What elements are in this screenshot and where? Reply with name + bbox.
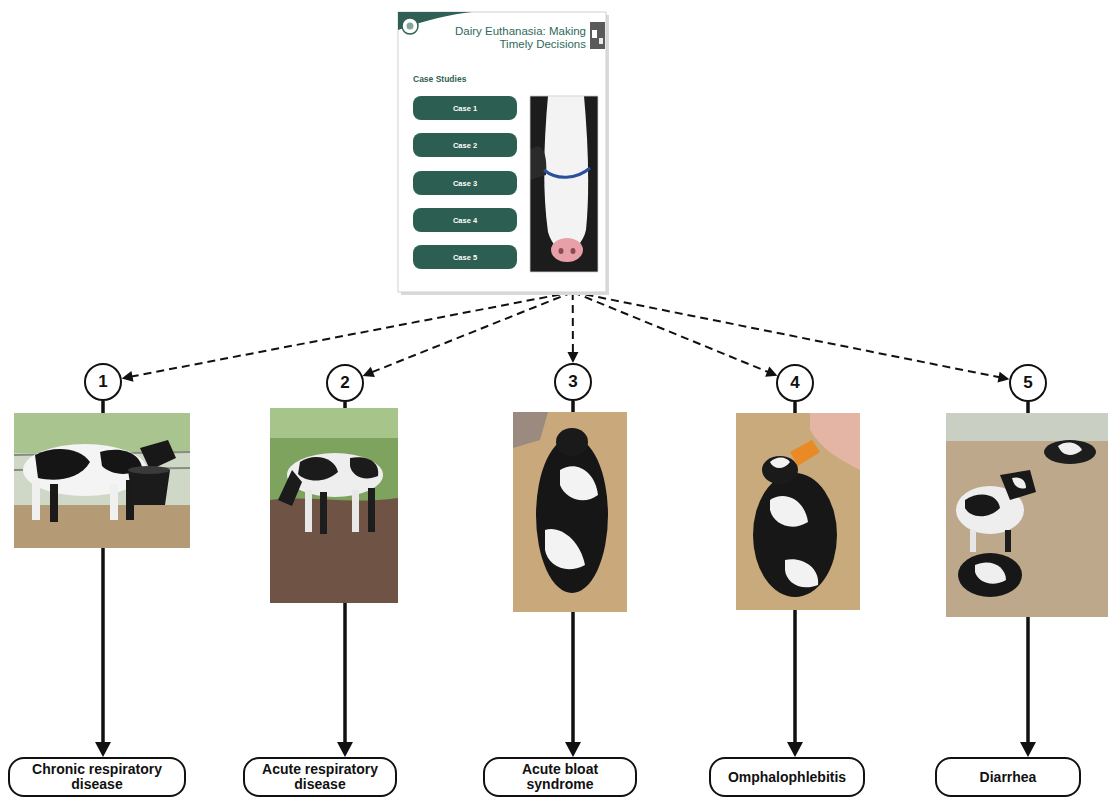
- arrow-head: [998, 372, 1010, 383]
- arrow-head: [787, 742, 803, 757]
- button-label: Case 5: [453, 253, 477, 262]
- case-button: Case 3: [413, 171, 517, 195]
- dashed-arrow: [573, 292, 768, 372]
- diagnosis-box: Omphalophlebitis: [709, 757, 865, 797]
- dashed-arrow: [372, 292, 573, 372]
- calf-photo: [270, 408, 398, 603]
- arrow-head: [567, 352, 578, 363]
- diagnosis-label: Omphalophlebitis: [728, 770, 846, 785]
- button-label: Case 4: [453, 216, 477, 225]
- calf-photo: [14, 413, 190, 548]
- button-label: Case 1: [453, 104, 477, 113]
- slide-screenshot: [398, 12, 609, 295]
- diagnosis-label: Acute respiratory disease: [253, 762, 387, 792]
- section-heading: Case Studies: [413, 74, 466, 84]
- callout-circle: 3: [554, 363, 592, 401]
- arrow-head: [565, 742, 581, 757]
- button-label: Case 2: [453, 141, 477, 150]
- dashed-arrow: [573, 292, 1000, 377]
- callout-circle: 4: [776, 364, 814, 402]
- callout-circle: 1: [84, 363, 122, 401]
- dashed-arrow: [131, 292, 572, 377]
- case-button: Case 5: [413, 245, 517, 269]
- callout-number: 4: [790, 373, 799, 393]
- arrow-head: [1020, 742, 1036, 757]
- case-button: Case 1: [413, 96, 517, 120]
- callout-number: 1: [98, 372, 107, 392]
- slide-panel: Dairy Euthanasia: Making Timely Decision…: [398, 12, 606, 292]
- arrow-head: [363, 367, 375, 377]
- diagnosis-label: Diarrhea: [980, 770, 1037, 785]
- arrow-head: [95, 742, 111, 757]
- dashed-arrow: [572, 292, 574, 353]
- diagnosis-box: Acute respiratory disease: [243, 757, 397, 797]
- case-button: Case 2: [413, 133, 517, 157]
- calf-photo: [946, 413, 1108, 617]
- diagnosis-box: Diarrhea: [935, 757, 1081, 797]
- callout-circle: 2: [326, 364, 364, 402]
- diagnosis-label: Chronic respiratory disease: [18, 762, 176, 792]
- slide-title: Dairy Euthanasia: Making Timely Decision…: [452, 25, 586, 51]
- diagnosis-label: Acute bloat syndrome: [493, 762, 627, 792]
- arrow-head: [765, 367, 777, 377]
- callout-number: 3: [568, 372, 577, 392]
- callout-circle: 5: [1009, 364, 1047, 402]
- diagnosis-box: Chronic respiratory disease: [8, 757, 186, 797]
- diagnosis-box: Acute bloat syndrome: [483, 757, 637, 797]
- callout-number: 5: [1023, 373, 1032, 393]
- calf-photo: [513, 412, 627, 612]
- arrow-head: [122, 371, 134, 382]
- callout-number: 2: [340, 373, 349, 393]
- arrow-head: [337, 742, 353, 757]
- calf-photo: [736, 413, 860, 610]
- case-button: Case 4: [413, 208, 517, 232]
- button-label: Case 3: [453, 179, 477, 188]
